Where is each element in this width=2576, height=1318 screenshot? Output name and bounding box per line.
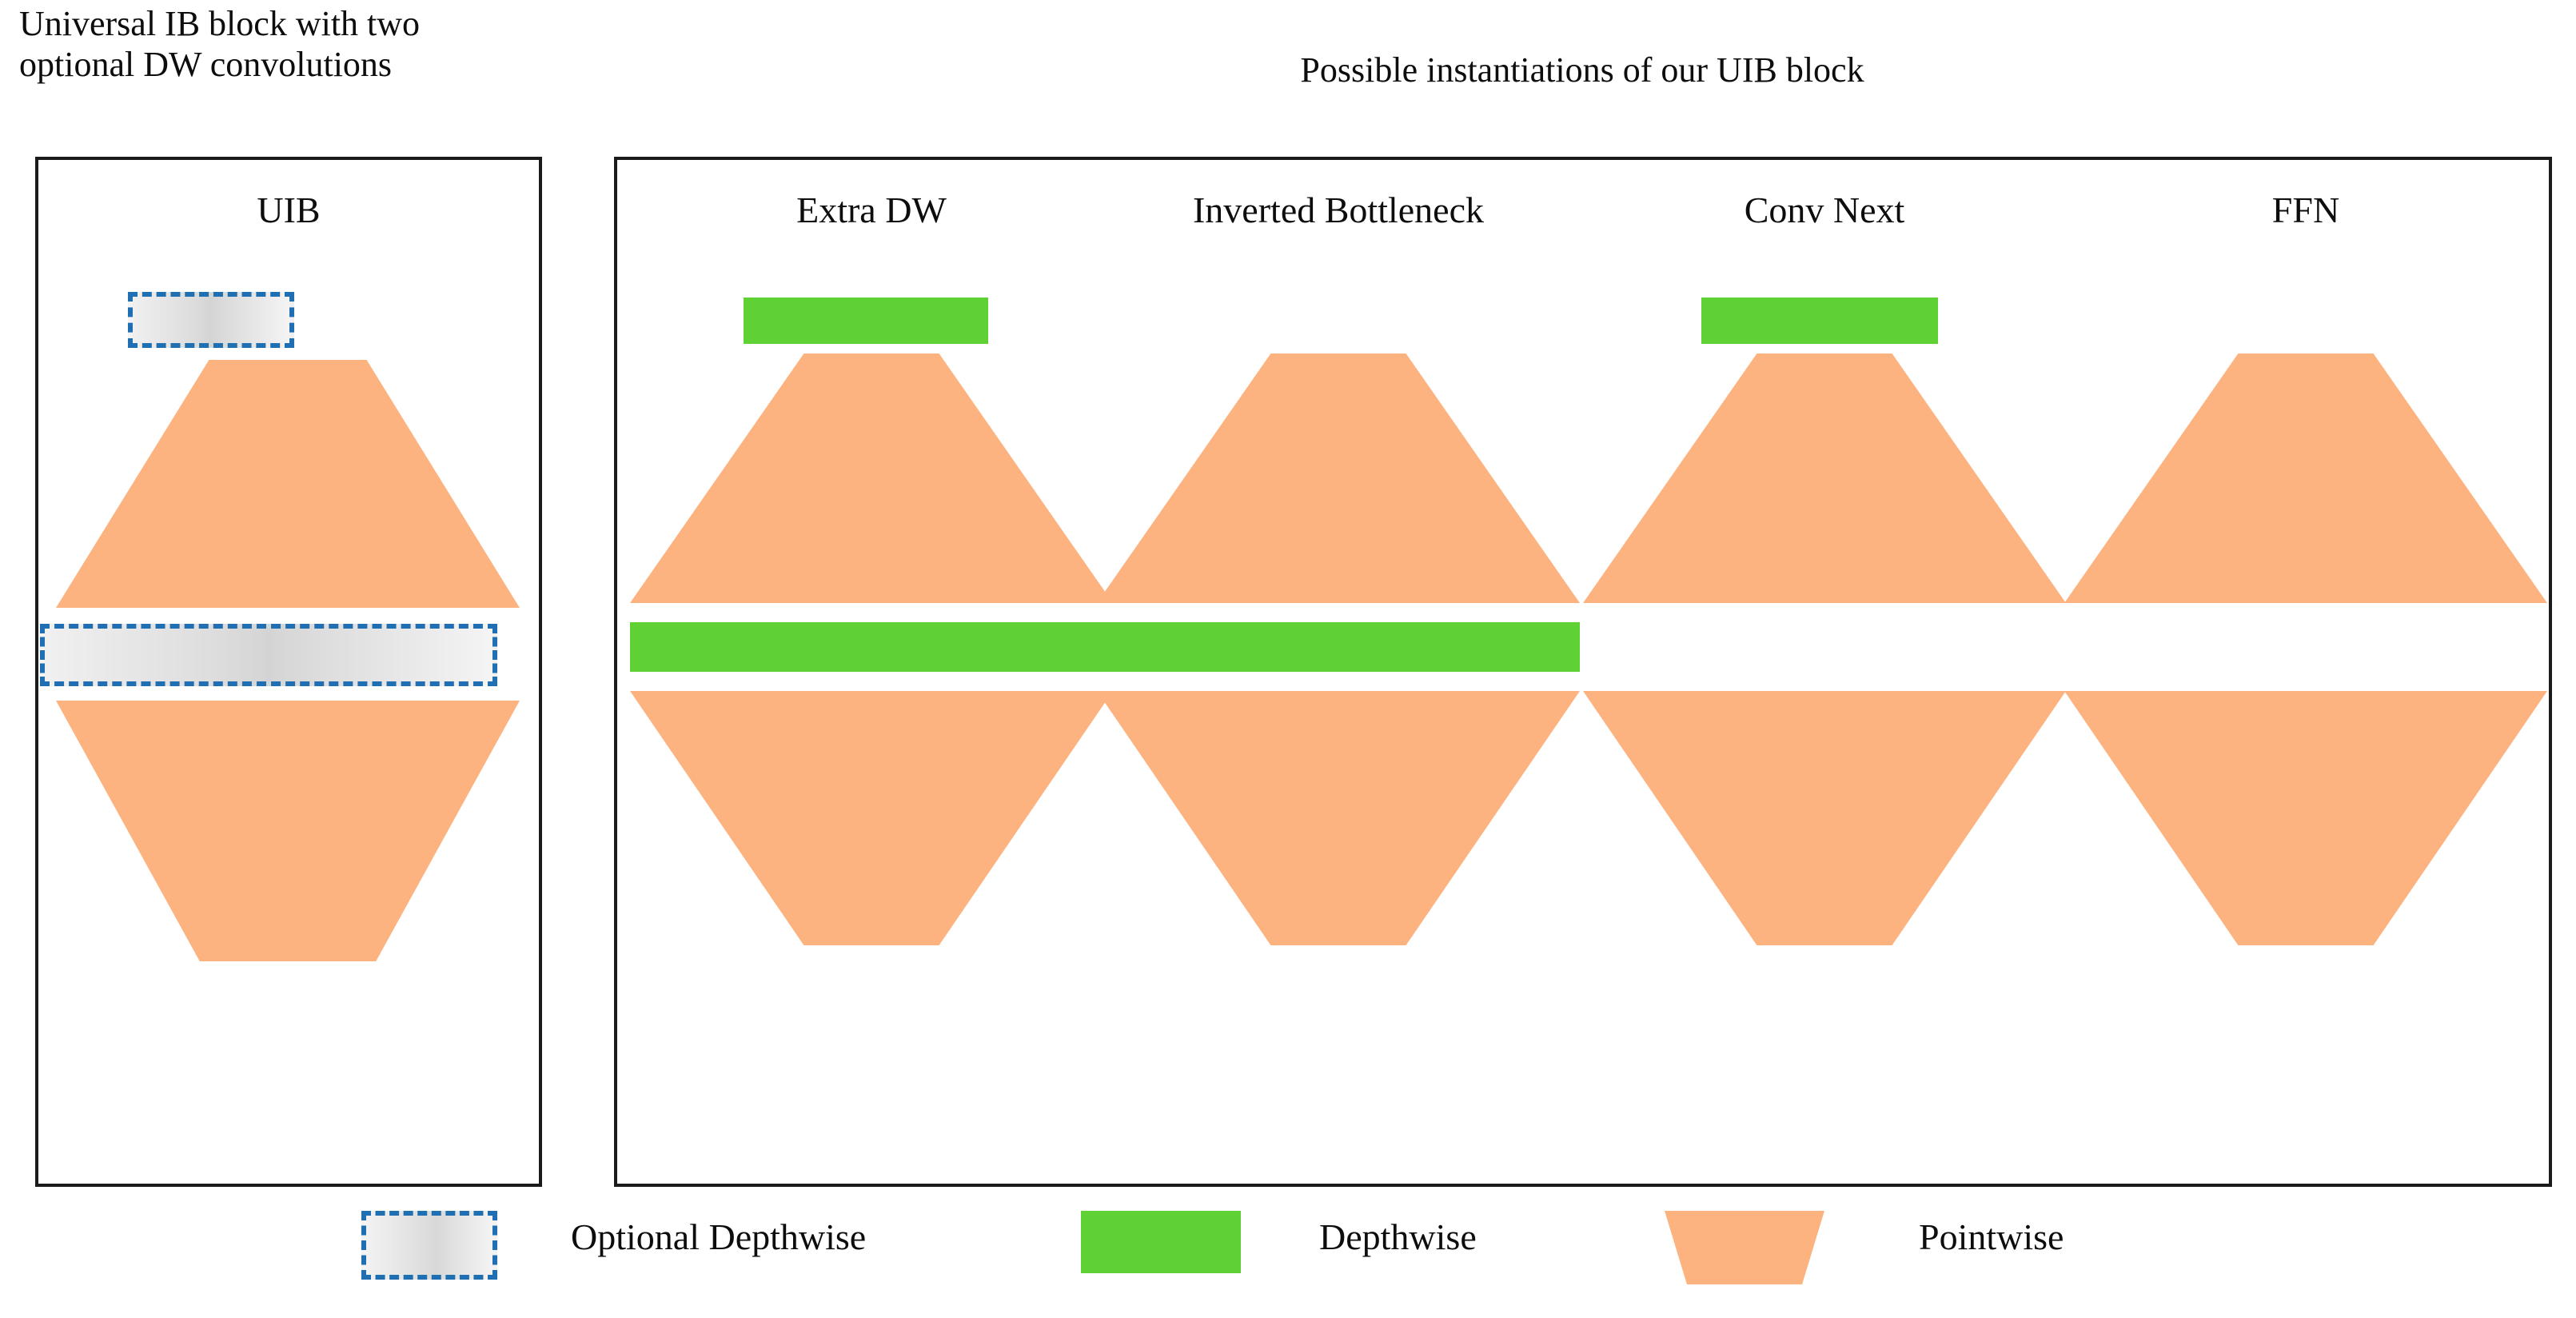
uib-optional-depthwise-top	[128, 292, 294, 348]
legend-label-depthwise: Depthwise	[1319, 1216, 1477, 1257]
legend-label-optional-depthwise: Optional Depthwise	[571, 1216, 867, 1257]
extra-dw-depthwise-mid	[630, 622, 1113, 672]
conv-next-projection-pointwise	[1583, 691, 2066, 945]
optional-depthwise-swatch	[361, 1211, 497, 1280]
instantiations-panel: Extra DW Inverted Bottleneck Conv Next F…	[614, 157, 2552, 1187]
uib-expansion-pointwise	[56, 360, 520, 608]
uib-projection-pointwise	[56, 701, 520, 961]
right-panel-caption: Possible instantiations of our UIB block	[1300, 50, 1864, 90]
conv-next-expansion-pointwise	[1583, 353, 2066, 603]
inverted-bottleneck-expansion-pointwise	[1097, 353, 1580, 603]
inverted-bottleneck-projection-pointwise	[1097, 691, 1580, 945]
legend-label-pointwise: Pointwise	[1919, 1216, 2064, 1257]
conv-next-depthwise-top	[1701, 298, 1938, 344]
uib-block-panel: UIB	[35, 157, 542, 1187]
ffn-expansion-pointwise	[2064, 353, 2547, 603]
uib-layer-stack	[38, 248, 539, 1176]
column-stack-ffn	[2064, 248, 2547, 1144]
column-stack-inverted-bottleneck	[1097, 248, 1580, 1144]
column-title-extra-dw: Extra DW	[796, 190, 947, 230]
depthwise-swatch	[1081, 1211, 1241, 1273]
column-title-conv-next: Conv Next	[1744, 190, 1905, 230]
ffn-projection-pointwise	[2064, 691, 2547, 945]
uib-optional-depthwise-mid	[40, 624, 497, 686]
left-panel-caption: Universal IB block with two optional DW …	[19, 3, 627, 86]
left-caption-line-1: Universal IB block with two	[19, 4, 421, 43]
extra-dw-projection-pointwise	[630, 691, 1113, 945]
inverted-bottleneck-depthwise-mid	[1097, 622, 1580, 672]
legend: Optional Depthwise Depthwise Pointwise	[0, 1204, 2576, 1300]
extra-dw-depthwise-top	[744, 298, 988, 344]
column-stack-conv-next	[1583, 248, 2066, 1144]
left-caption-line-2: optional DW convolutions	[19, 45, 393, 85]
pointwise-swatch	[1665, 1211, 1824, 1284]
extra-dw-expansion-pointwise	[630, 353, 1113, 603]
column-title-ffn: FFN	[2271, 190, 2340, 230]
column-title-inverted-bottleneck: Inverted Bottleneck	[1192, 190, 1485, 230]
uib-column-title: UIB	[257, 190, 321, 230]
column-stack-extra-dw	[630, 248, 1113, 1144]
